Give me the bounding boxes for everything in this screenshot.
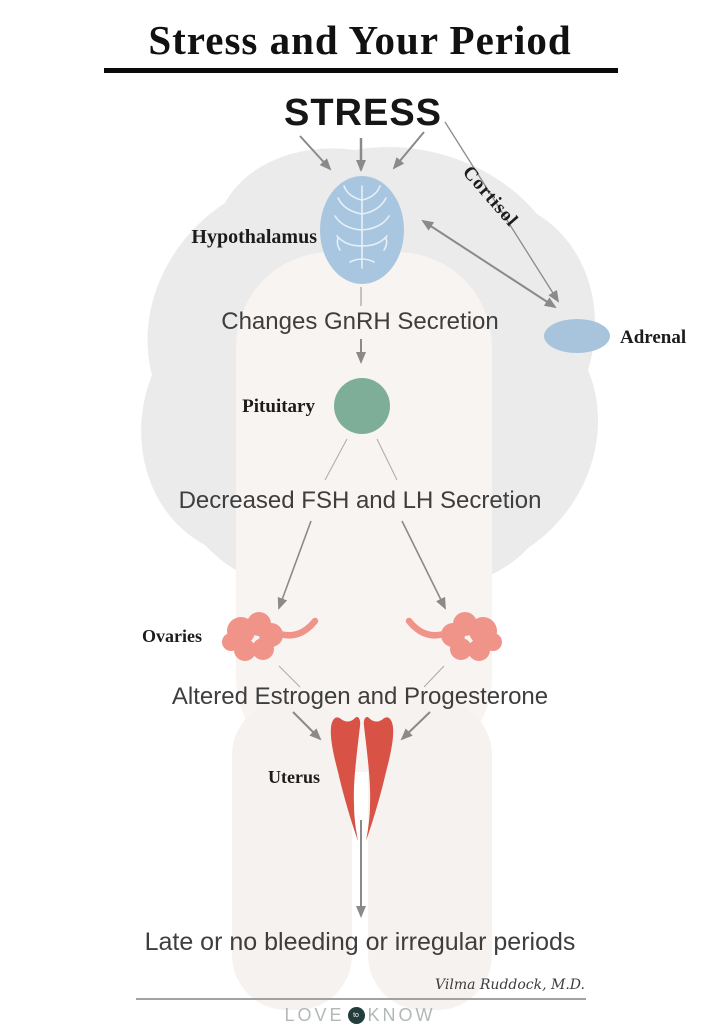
connector-ovary-right	[423, 665, 445, 688]
adrenal-shape	[544, 319, 610, 353]
logo-love-text: LOVE	[284, 1005, 345, 1025]
silhouette-torso	[236, 252, 492, 772]
uterus-shape	[330, 716, 394, 841]
ovaries-shape	[222, 612, 502, 661]
page-title: Stress and Your Period	[148, 17, 572, 63]
author-credit: Vilma Ruddock, M.D.	[435, 977, 585, 993]
arrow-fsh-ovary-right	[401, 520, 446, 610]
logo-to-badge: to	[347, 1007, 365, 1024]
connector-ovary-left	[278, 665, 301, 688]
pituitary-label: Pituitary	[242, 396, 315, 417]
step-outcome: Late or no bleeding or irregular periods	[144, 928, 576, 956]
step-gnrh-secretion: Changes GnRH Secretion	[221, 308, 499, 335]
arrow-stress-right	[392, 131, 425, 170]
brain-pattern	[334, 185, 390, 269]
step-estrogen-progesterone: Altered Estrogen and Progesterone	[171, 683, 549, 710]
logo-know-text: KNOW	[367, 1005, 436, 1025]
lovetoknow-logo: LOVE to KNOW	[0, 1005, 720, 1026]
step-fsh-lh-secretion: Decreased FSH and LH Secretion	[178, 487, 542, 514]
title-underline	[104, 68, 618, 73]
hypothalamus-shape	[320, 176, 404, 284]
silhouette-leg-left	[232, 700, 352, 1010]
footer-divider	[136, 998, 586, 1000]
hypothalamus-label: Hypothalamus	[191, 226, 317, 248]
arrow-adrenal-hypothalamus	[421, 219, 557, 309]
connector-pituitary-right	[376, 438, 398, 481]
arrow-fsh-ovary-left	[277, 520, 312, 610]
arrow-stress-left	[299, 135, 332, 171]
pituitary-shape	[334, 378, 390, 434]
arrows	[277, 121, 560, 918]
connector-pituitary-left	[324, 438, 348, 481]
ovaries-label: Ovaries	[142, 626, 202, 646]
adrenal-label: Adrenal	[620, 327, 687, 348]
arrow-estrogen-uterus-right	[400, 711, 431, 741]
uterus-label: Uterus	[268, 767, 320, 787]
stress-heading: STRESS	[283, 92, 443, 134]
arrow-estrogen-uterus-left	[292, 711, 322, 741]
